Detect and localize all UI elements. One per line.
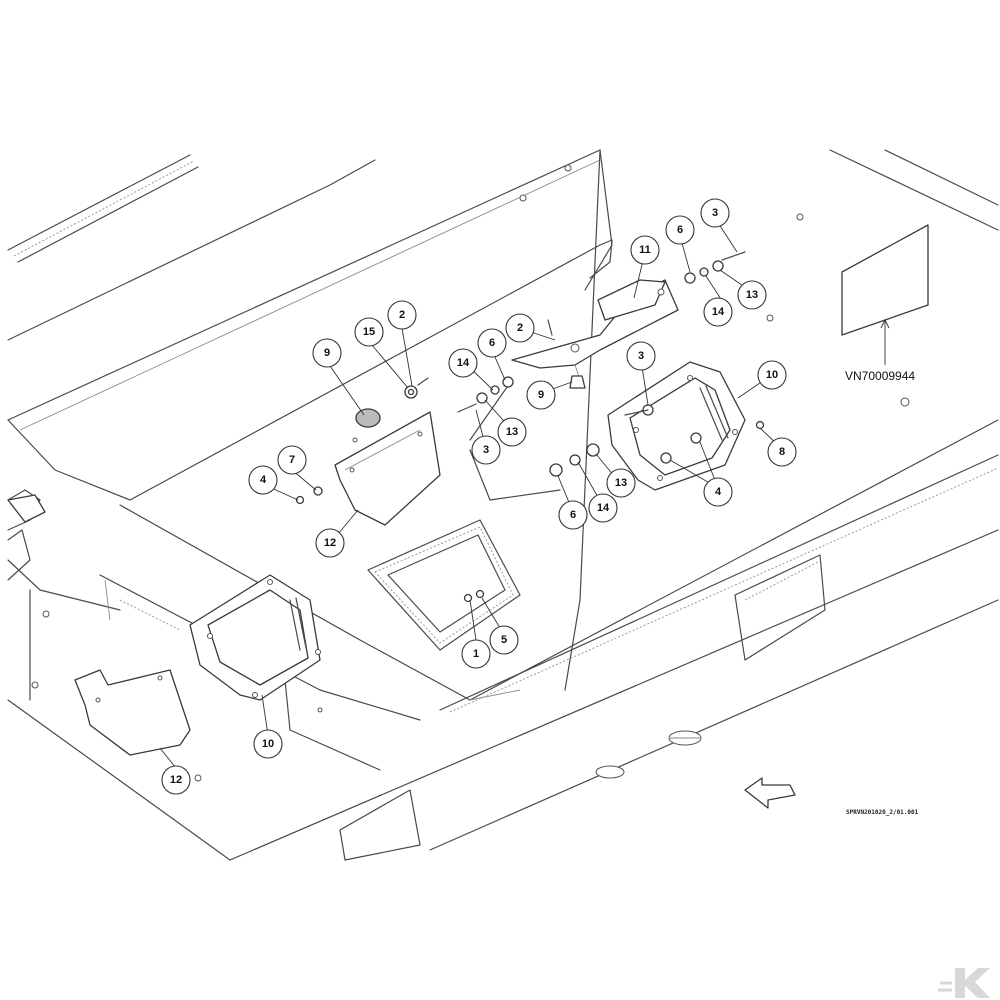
callout-13: 13 <box>497 417 527 447</box>
svg-text:1: 1 <box>473 648 479 660</box>
svg-text:6: 6 <box>489 337 495 349</box>
svg-text:13: 13 <box>506 426 518 438</box>
callout-12: 12 <box>315 528 345 558</box>
cover-plate-lower <box>74 669 191 756</box>
svg-text:4: 4 <box>260 474 267 486</box>
callout-14: 14 <box>448 348 478 378</box>
svg-text:10: 10 <box>766 369 778 381</box>
callout-13: 13 <box>737 280 767 310</box>
callout-6: 6 <box>477 328 507 358</box>
callout-7: 7 <box>277 445 307 475</box>
direction-arrow <box>744 777 796 809</box>
callout-9: 9 <box>312 338 342 368</box>
svg-text:7: 7 <box>289 454 295 466</box>
svg-text:3: 3 <box>712 207 718 219</box>
brand-logo <box>938 968 990 998</box>
drawing-code: SPRVN201020_2/01.001 <box>846 809 919 816</box>
callout-4: 4 <box>703 477 733 507</box>
callout-6: 6 <box>558 500 588 530</box>
callout-4: 4 <box>248 465 278 495</box>
callout-3: 3 <box>626 341 656 371</box>
svg-text:12: 12 <box>170 774 182 786</box>
svg-text:6: 6 <box>677 224 683 236</box>
mounting-frame-left <box>189 574 321 701</box>
svg-text:13: 13 <box>746 289 758 301</box>
svg-text:9: 9 <box>324 347 330 359</box>
svg-text:3: 3 <box>483 444 489 456</box>
callout-12: 12 <box>161 765 191 795</box>
callout-9: 9 <box>526 380 556 410</box>
svg-text:2: 2 <box>399 309 405 321</box>
callout-11: 11 <box>630 235 660 265</box>
callout-14: 14 <box>588 493 618 523</box>
decal-reference-label: VN70009944 <box>845 369 915 383</box>
cover-plate-upper <box>295 377 441 526</box>
svg-text:6: 6 <box>570 509 576 521</box>
callout-15: 15 <box>354 317 384 347</box>
callout-10: 10 <box>253 729 283 759</box>
svg-text:13: 13 <box>615 477 627 489</box>
callout-5: 5 <box>489 625 519 655</box>
svg-text:3: 3 <box>638 350 644 362</box>
svg-text:14: 14 <box>712 306 725 318</box>
callout-6: 6 <box>665 215 695 245</box>
callout-2: 2 <box>505 313 535 343</box>
decal-sticker <box>841 224 929 365</box>
svg-text:14: 14 <box>457 357 470 369</box>
callout-1: 1 <box>461 639 491 669</box>
svg-text:5: 5 <box>501 634 507 646</box>
svg-text:2: 2 <box>517 322 523 334</box>
svg-text:12: 12 <box>324 537 336 549</box>
svg-text:10: 10 <box>262 738 274 750</box>
mounting-frame-right <box>549 361 765 491</box>
callout-3: 3 <box>700 198 730 228</box>
callout-10: 10 <box>757 360 787 390</box>
machine-body <box>7 149 999 861</box>
bracket-upper <box>457 251 746 501</box>
svg-text:15: 15 <box>363 326 375 338</box>
svg-text:4: 4 <box>715 486 722 498</box>
svg-text:14: 14 <box>597 502 610 514</box>
svg-text:11: 11 <box>639 244 651 256</box>
callout-3: 3 <box>471 435 501 465</box>
callout-14: 14 <box>703 297 733 327</box>
callout-2: 2 <box>387 300 417 330</box>
center-hatch <box>367 519 521 651</box>
svg-text:8: 8 <box>779 446 785 458</box>
callout-13: 13 <box>606 468 636 498</box>
callout-8: 8 <box>767 437 797 467</box>
svg-text:9: 9 <box>538 389 544 401</box>
